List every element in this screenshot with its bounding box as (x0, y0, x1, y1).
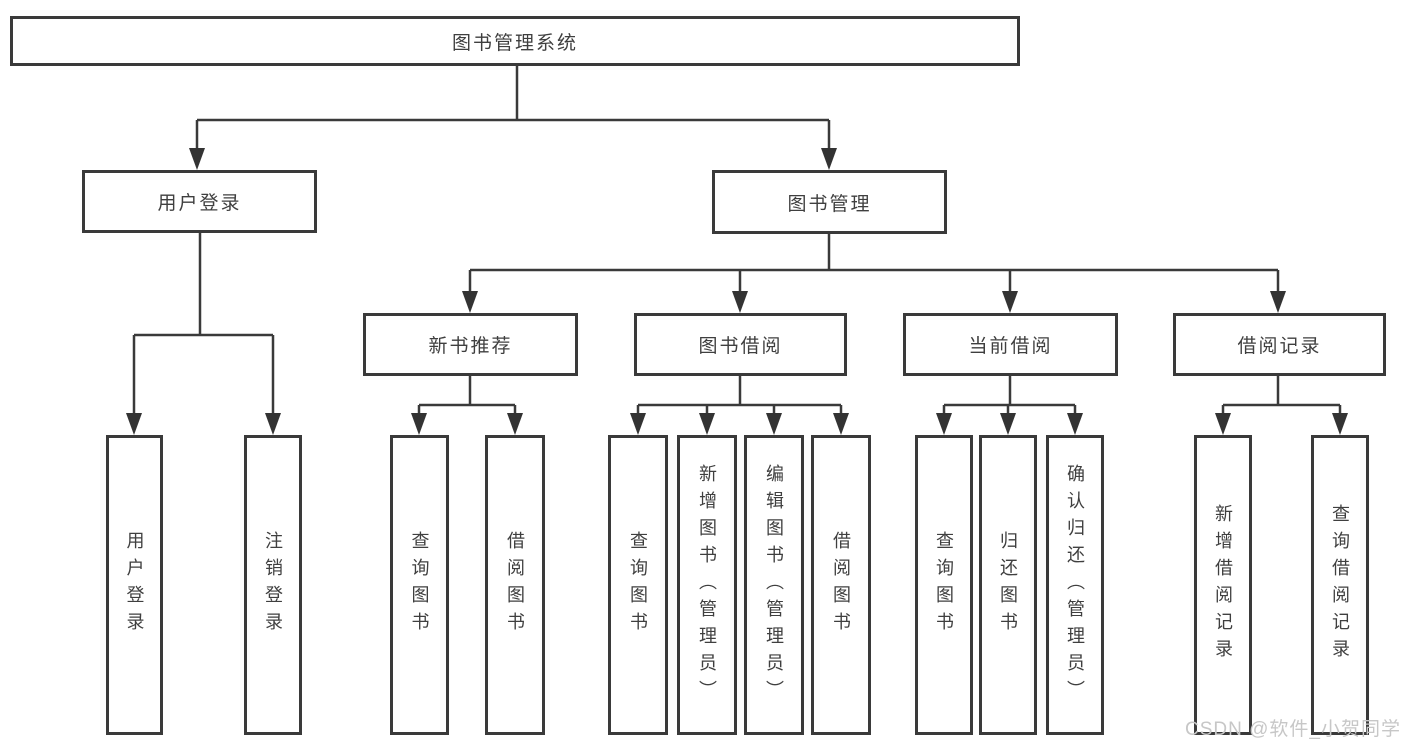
leaf-query-books-current: 查询图书 (915, 435, 973, 735)
node-label: 新增借阅记录 (1213, 504, 1233, 666)
leaf-confirm-return-admin: 确认归还（管理员） (1046, 435, 1104, 735)
node-label: 编辑图书（管理员） (764, 463, 784, 707)
node-label: 查询图书 (628, 531, 648, 639)
node-library-management-system: 图书管理系统 (10, 16, 1020, 66)
csdn-watermark: CSDN @软件_小贺同学 (1185, 719, 1401, 740)
node-label: 图书借阅 (698, 336, 783, 357)
node-label: 新书推荐 (428, 336, 513, 357)
leaf-borrow-books-recommend: 借阅图书 (485, 435, 545, 735)
node-label: 确认归还（管理员） (1065, 463, 1085, 707)
node-label: 借阅图书 (831, 531, 851, 639)
node-current-borrowing: 当前借阅 (903, 313, 1118, 376)
leaf-borrow-books: 借阅图书 (811, 435, 871, 735)
leaf-query-borrow-record: 查询借阅记录 (1311, 435, 1369, 735)
node-label: 归还图书 (998, 531, 1018, 639)
node-label: 图书管理 (787, 193, 872, 215)
node-user-login: 用户登录 (82, 170, 317, 233)
node-label: 注销登录 (263, 531, 283, 639)
node-label: 借阅图书 (505, 531, 525, 639)
node-label: 当前借阅 (968, 336, 1053, 357)
node-borrowing-records: 借阅记录 (1173, 313, 1386, 376)
leaf-user-login: 用户登录 (106, 435, 163, 735)
node-label: 图书管理系统 (451, 32, 578, 54)
node-label: 用户登录 (124, 531, 145, 639)
leaf-logout: 注销登录 (244, 435, 302, 735)
node-new-book-recommendation: 新书推荐 (363, 313, 578, 376)
arrowheads (126, 148, 1348, 435)
leaf-return-books: 归还图书 (979, 435, 1037, 735)
leaf-query-books-recommend: 查询图书 (390, 435, 449, 735)
leaf-add-books-admin: 新增图书（管理员） (677, 435, 737, 735)
node-label: 查询借阅记录 (1330, 504, 1350, 666)
leaf-add-borrow-record: 新增借阅记录 (1194, 435, 1252, 735)
node-label: 查询图书 (409, 531, 430, 639)
leaf-edit-books-admin: 编辑图书（管理员） (744, 435, 804, 735)
leaf-query-books-borrowing: 查询图书 (608, 435, 668, 735)
node-label: 借阅记录 (1237, 336, 1322, 357)
node-label: 新增图书（管理员） (697, 463, 717, 707)
node-book-borrowing: 图书借阅 (634, 313, 847, 376)
node-label: 查询图书 (934, 531, 954, 639)
node-label: 用户登录 (157, 193, 242, 214)
node-book-management: 图书管理 (712, 170, 947, 234)
